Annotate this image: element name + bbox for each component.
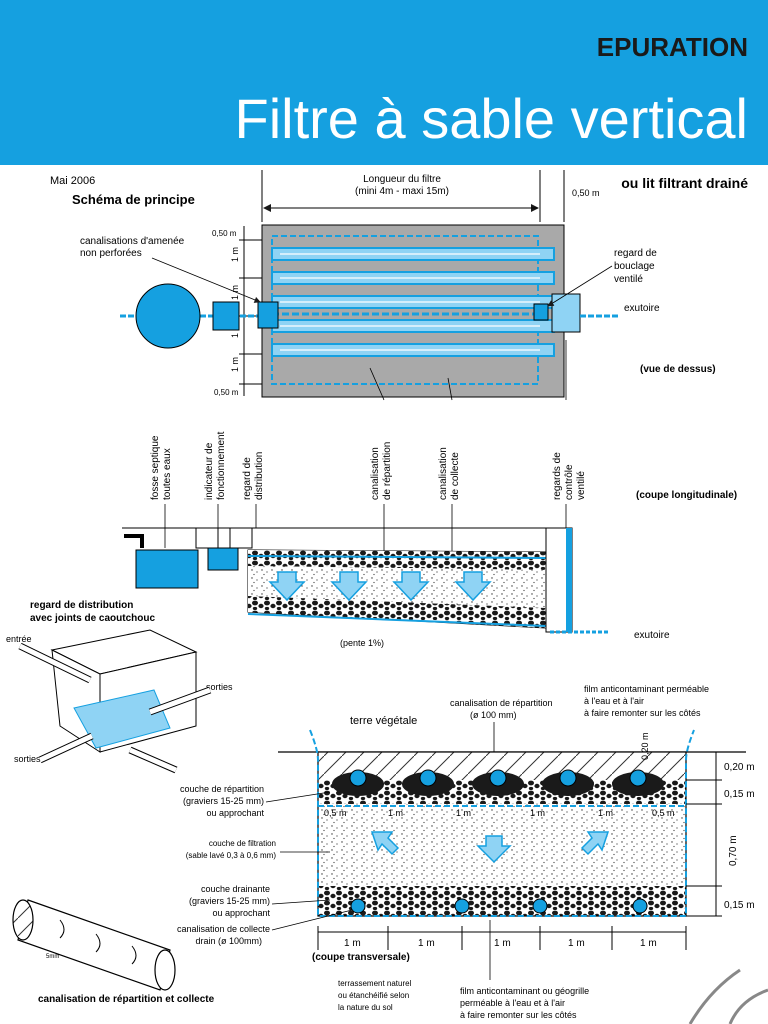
pipes-label-1: canalisations d'amenée	[80, 236, 185, 247]
terrain-2: ou étanchéifié selon	[338, 991, 409, 1000]
layer-rep-2: (graviers 15-25 mm)	[183, 796, 264, 806]
bottom-meter-5: 1 m	[640, 938, 657, 949]
vlabel-rep-1: canalisation	[370, 447, 381, 500]
rep-pipe-label-1: canalisation de répartition	[450, 698, 553, 708]
layer-rep-1: couche de répartition	[180, 784, 264, 794]
collect-2: drain (ø 100mm)	[195, 936, 262, 946]
transverse-section: terre végétale canalisation de répartiti…	[278, 684, 755, 963]
meter-1: 1 m	[230, 247, 240, 262]
trans-meter-c: 1 m	[530, 808, 545, 818]
meter-4: 1 m	[230, 357, 240, 372]
vlabel-rep-2: de répartition	[382, 442, 393, 500]
vlabel-ctrl-2: contrôle	[564, 464, 575, 500]
longitudinal-section: exutoire (pente 1%)	[122, 527, 670, 648]
film-label-3: à faire remonter sur les côtés	[584, 708, 701, 718]
margin-label-right: 0,50 m	[572, 188, 600, 198]
page-title: Filtre à sable vertical	[234, 87, 748, 150]
bottom-notes: terrassement naturel ou étanchéifié selo…	[338, 979, 589, 1020]
dist-entry-label: entrée	[6, 634, 32, 644]
header-banner: EPURATION Filtre à sable vertical	[0, 0, 768, 165]
vlabel-col-1: canalisation	[438, 447, 449, 500]
pipes-label-2: non perforées	[80, 248, 142, 259]
vlabel-fosse-1: fosse septique	[150, 435, 161, 500]
long-section-label: (coupe longitudinale)	[636, 490, 737, 501]
half-m-right: 0,5 m	[652, 808, 675, 818]
bottom-meter-4: 1 m	[568, 938, 585, 949]
indicator-box-plan	[212, 301, 240, 331]
layer-drain-2: (graviers 15-25 mm)	[189, 896, 270, 906]
pipe-title: canalisation de répartition et collecte	[38, 994, 215, 1005]
logo-mark	[688, 968, 768, 1024]
vertical-labels: fosse septique toutes eaux indicateur de…	[150, 431, 587, 500]
loop-label-3: ventilé	[614, 274, 643, 285]
trans-meter-b: 1 m	[456, 808, 471, 818]
distribution-box-detail: regard de distribution avec joints de ca…	[6, 600, 233, 774]
layer-drain-3: ou approchant	[212, 908, 270, 918]
bottom-meter-1: 1 m	[344, 938, 361, 949]
layer-labels: couche de répartition (graviers 15-25 mm…	[177, 784, 276, 946]
dim-070: 0,70 m	[728, 835, 739, 866]
terrain-1: terrassement naturel	[338, 979, 412, 988]
terrain-3: la nature du sol	[338, 1003, 393, 1012]
dist-outputs-label-2: sorties	[14, 754, 41, 764]
dim-020: 0,20 m	[724, 762, 755, 773]
film-label-2: à l'eau et à l'air	[584, 696, 644, 706]
loop-label-2: bouclage	[614, 261, 655, 272]
layer-filt-2: (sable lavé 0,3 à 0,6 mm)	[186, 851, 277, 860]
vlabel-fosse-2: toutes eaux	[162, 448, 173, 500]
date-label: Mai 2006	[50, 175, 95, 187]
pipe-illustration: 5mm	[12, 899, 176, 991]
vlabel-ctrl-1: regards de	[552, 452, 563, 500]
top-view-label: (vue de dessus)	[640, 364, 716, 375]
vlabel-regard-1: regard de	[242, 457, 253, 500]
dim-015-bottom: 0,15 m	[724, 900, 755, 911]
pipe-small-dim: 5mm	[46, 954, 59, 960]
geo-2: perméable à l'eau et à l'air	[460, 998, 565, 1008]
vlabel-regard-2: distribution	[254, 452, 265, 500]
layer-rep-3: ou approchant	[206, 808, 264, 818]
bottom-meter-2: 1 m	[418, 938, 435, 949]
collect-1: canalisation de collecte	[177, 924, 270, 934]
trans-section-label: (coupe transversale)	[312, 952, 410, 963]
margin-bottom: 0,50 m	[214, 388, 239, 397]
small-dim-020: 0,20 m	[640, 732, 650, 760]
slope-label: (pente 1%)	[340, 638, 384, 648]
septic-tank-plan	[135, 283, 201, 349]
trans-meter-a: 1 m	[388, 808, 403, 818]
rep-pipe-label-2: (ø 100 mm)	[470, 710, 517, 720]
plan-view: Longueur du filtre (mini 4m - maxi 15m) …	[80, 170, 716, 398]
loop-label-1: regard de	[614, 248, 657, 259]
layer-drain-1: couche drainante	[201, 884, 270, 894]
distribution-box-plan	[257, 301, 279, 329]
vlabel-ctrl-3: ventilé	[576, 471, 587, 500]
septic-tank-section	[135, 549, 199, 589]
meter-2: 1 m	[230, 285, 240, 300]
trans-meter-d: 1 m	[598, 808, 613, 818]
vlabel-col-2: de collecte	[450, 452, 461, 500]
dist-title-2: avec joints de caoutchouc	[30, 613, 155, 624]
topsoil-label: terre végétale	[350, 715, 417, 727]
film-label-1: film anticontaminant perméable	[584, 684, 709, 694]
vlabel-indic-2: fonctionnement	[216, 431, 227, 500]
bottom-meter-3: 1 m	[494, 938, 511, 949]
schema-title: Schéma de principe	[72, 192, 195, 207]
dist-outputs-label-1: sorties	[206, 682, 233, 692]
length-label-1: Longueur du filtre	[363, 174, 441, 185]
outlet-label-section: exutoire	[634, 630, 670, 641]
half-m-left: 0,5 m	[324, 808, 347, 818]
dist-title-1: regard de distribution	[30, 600, 133, 611]
geo-3: à faire remonter sur les côtés	[460, 1010, 577, 1020]
loop-manhole-plan	[533, 303, 549, 321]
dim-015-top: 0,15 m	[724, 789, 755, 800]
geo-1: film anticontaminant ou géogrille	[460, 986, 589, 996]
layer-filt-1: couche de filtration	[209, 839, 276, 848]
subtitle: ou lit filtrant drainé	[621, 175, 748, 191]
margin-top: 0,50 m	[212, 229, 237, 238]
length-label-2: (mini 4m - maxi 15m)	[355, 186, 449, 197]
indicator-section	[207, 547, 239, 571]
outlet-label-plan: exutoire	[624, 303, 660, 314]
vlabel-indic-1: indicateur de	[204, 442, 215, 500]
category-title: EPURATION	[596, 32, 748, 62]
